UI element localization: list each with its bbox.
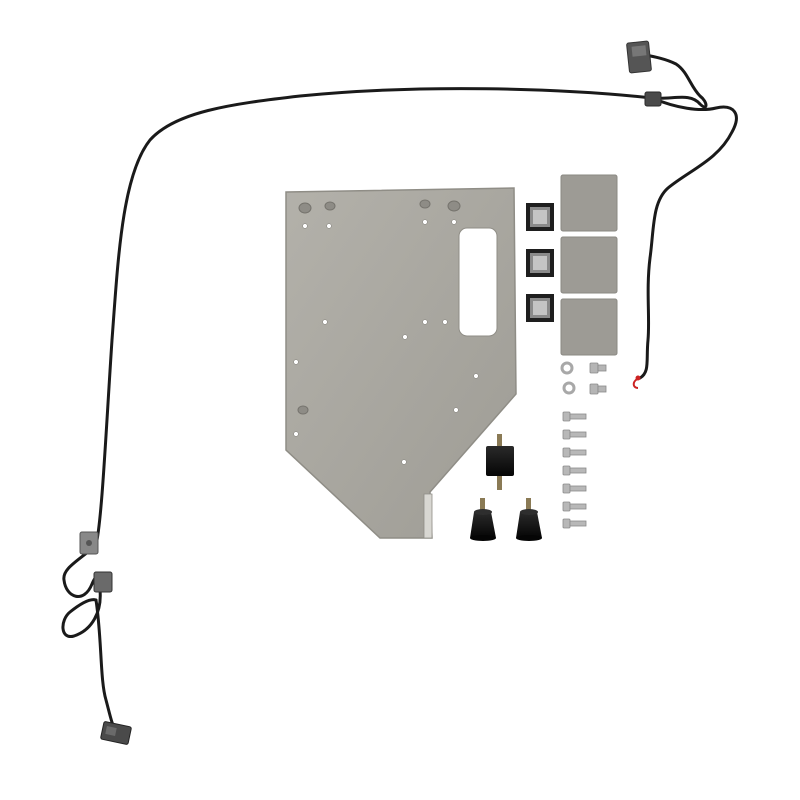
mounting-plate: [285, 187, 517, 539]
hex-bolt: [562, 447, 587, 458]
washer: [562, 381, 576, 395]
connector-left-mid: [93, 571, 113, 593]
hex-bolt: [589, 383, 607, 395]
hex-bolt: [562, 465, 587, 476]
short-bolts: [589, 362, 607, 395]
rubber-bumper: [470, 498, 496, 541]
rubber-bumper: [516, 498, 542, 541]
foam-pad: [560, 174, 618, 232]
connector-bottom: [100, 721, 132, 745]
foam-pad: [560, 236, 618, 294]
adhesive-pad: [526, 203, 554, 231]
wire-tip-red: [632, 375, 641, 389]
connector-mid-right: [644, 91, 662, 107]
foam-pads: [560, 174, 618, 356]
adhesive-pad: [526, 294, 554, 322]
wiring-harness: [61, 52, 738, 734]
washers: [560, 361, 576, 395]
hex-bolt: [562, 483, 587, 494]
rubber-bumpers: [470, 498, 542, 541]
adhesive-pad: [526, 249, 554, 277]
main-cable: [94, 87, 654, 547]
hex-bolt: [562, 518, 587, 529]
plate-slot: [458, 227, 498, 337]
adhesive-pads: [526, 203, 554, 322]
top-right-cable-a: [638, 52, 708, 109]
plate-studs: [297, 199, 461, 415]
washer: [560, 361, 574, 375]
top-right-cable-b: [638, 96, 738, 380]
connector-top: [626, 40, 652, 74]
hex-bolt: [562, 429, 587, 440]
hex-bolt: [562, 411, 587, 422]
hex-bolt: [562, 501, 587, 512]
plate-notch: [423, 493, 433, 539]
long-bolts: [562, 411, 587, 529]
foam-pad: [560, 298, 618, 356]
hex-bolt: [589, 362, 607, 374]
lower-cable: [94, 598, 118, 734]
rubber-isolator: [486, 434, 514, 490]
connector-left-plate: [79, 531, 99, 555]
plate-holes: [293, 219, 479, 465]
